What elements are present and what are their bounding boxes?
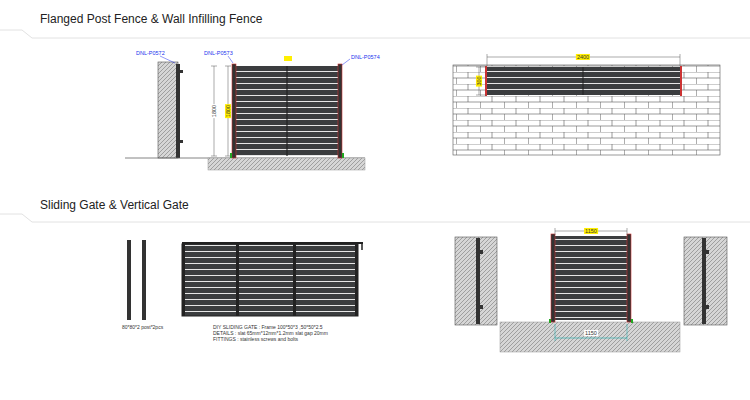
flanged-post xyxy=(176,64,180,158)
dimension-line xyxy=(555,338,627,339)
dimension-tick xyxy=(487,54,488,66)
gate-post xyxy=(142,240,146,320)
fence-panel xyxy=(236,66,338,156)
frame-side xyxy=(355,244,358,316)
panel-end xyxy=(485,66,487,96)
dimension-tick xyxy=(627,324,628,341)
post-bracket xyxy=(180,70,183,73)
section-heading: Sliding Gate & Vertical Gate xyxy=(40,199,189,212)
part-code: DNL-P0573 xyxy=(204,50,233,56)
post-bracket xyxy=(180,140,183,143)
dimension-tick xyxy=(555,228,556,235)
sliding-gate-panel xyxy=(182,244,358,316)
dimension-tick xyxy=(627,228,628,235)
post-bracket xyxy=(480,250,483,254)
frame-side xyxy=(182,244,185,316)
heading-rule xyxy=(0,30,750,38)
panel-divider xyxy=(293,244,296,316)
dimension-tick xyxy=(476,95,486,96)
heading-rule xyxy=(0,214,750,222)
gate-spec-note: DIY SLIDING GATE : Frame 100*50*3 ,50*50… xyxy=(213,325,323,331)
post-bracket xyxy=(706,305,709,309)
wall-pillar xyxy=(158,62,178,158)
highlight-mark xyxy=(284,56,292,61)
rail-end xyxy=(361,243,363,250)
dimension-tick xyxy=(225,66,231,67)
dimension-value: 1150 xyxy=(584,228,598,234)
panel-divider xyxy=(286,66,287,156)
vertical-gate xyxy=(455,228,727,352)
fence-post xyxy=(338,64,342,158)
dimension-value: 1150 xyxy=(584,330,598,336)
pillar-post xyxy=(476,238,480,324)
post-foot xyxy=(631,319,633,323)
gate-post xyxy=(551,234,555,322)
gate-post xyxy=(627,234,631,322)
dimension-tick xyxy=(225,156,231,157)
ground-base xyxy=(500,322,680,352)
leader-line xyxy=(228,56,233,63)
vertical-gate-panel xyxy=(555,236,627,320)
sliding-gate xyxy=(127,240,363,320)
post-bracket xyxy=(480,305,483,309)
top-rail xyxy=(182,242,363,244)
wall-pillar xyxy=(455,237,497,325)
post-foot xyxy=(342,153,344,158)
panel-end xyxy=(680,66,682,96)
dimension-value: 1800 xyxy=(211,104,217,118)
gate-post xyxy=(127,240,131,320)
fence-post xyxy=(232,64,236,158)
pillar-post xyxy=(702,238,706,324)
dimension-tick xyxy=(211,156,217,157)
gate-spec-note: DETAILS : slat 65mm*12mm*1.2mm slat gap … xyxy=(213,331,328,337)
dimension-tick xyxy=(555,324,556,341)
dimension-tick xyxy=(211,66,217,67)
dimension-value: 2400 xyxy=(576,54,590,60)
part-code: DNL-P0572 xyxy=(136,50,165,56)
wall-pillar xyxy=(684,237,727,325)
part-code: DNL-P0574 xyxy=(351,54,380,60)
post-foot xyxy=(549,319,551,323)
post-bracket xyxy=(706,250,709,254)
dimension-value: 1800 xyxy=(225,104,231,118)
ground-base xyxy=(208,158,365,170)
wall-infilling-fence xyxy=(453,54,720,155)
flanged-post-fence xyxy=(125,56,365,170)
panel-divider xyxy=(236,244,239,316)
leader-line xyxy=(160,56,175,63)
dimension-tick xyxy=(476,67,486,68)
brick-wall xyxy=(453,65,720,155)
dimension-value: 300 xyxy=(476,75,482,86)
section-heading: Flanged Post Fence & Wall Infilling Fenc… xyxy=(40,13,262,26)
panel-divider xyxy=(583,67,584,95)
gate-spec-note: FITTINGS : stainless screws and bolts xyxy=(213,337,298,343)
leader-line xyxy=(342,59,350,65)
post-foot xyxy=(230,153,232,158)
post-note: 80*80*2 post*2pcs xyxy=(122,325,163,331)
infill-panel xyxy=(487,67,680,95)
dimension-tick xyxy=(680,54,681,66)
